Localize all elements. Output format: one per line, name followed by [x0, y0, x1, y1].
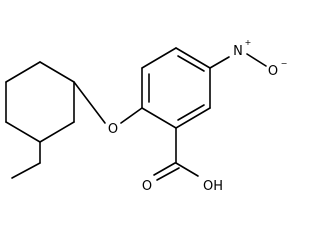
nitro-oxygen-label: O [268, 64, 278, 79]
bond-c1-c2 [39, 61, 75, 83]
cyclohexane-ring [5, 61, 75, 143]
bond-carbonyl-outer [153, 162, 176, 176]
hydroxyl-label: OH [203, 179, 223, 194]
nitro-group: N + O − [209, 38, 288, 79]
benzene-ring [141, 47, 211, 129]
bond-ar3-ar4-inner [177, 55, 205, 72]
carbonyl-oxygen-label: O [142, 179, 152, 194]
ether-linkage: O [73, 81, 143, 137]
bond-carboxyl-hydroxyl [175, 162, 199, 177]
bond-ar2-ar3 [141, 47, 177, 69]
ether-oxygen-label: O [108, 122, 118, 137]
nitro-nitrogen-label: N [233, 44, 243, 59]
bond-c4-c5 [5, 121, 41, 143]
bond-c6-c1 [5, 61, 41, 83]
bond-nitrogen-oxygen [246, 53, 267, 67]
bond-ar5-ar6-inner [177, 104, 205, 121]
bond-oxygen-arene [120, 107, 143, 124]
bond-c3-c4 [39, 121, 75, 143]
bond-carbonyl-inner [156, 167, 180, 181]
carboxylic-acid-group: O OH [142, 127, 223, 194]
molecule-diagram: O N + O − O OH [5, 38, 288, 194]
nitro-negative-charge: − [281, 59, 288, 68]
bond-ar6-ar1 [141, 107, 177, 129]
bond-ar5-ar6 [175, 107, 211, 129]
bond-ring-oxygen [73, 81, 106, 124]
bond-ar3-ar4 [175, 47, 211, 69]
ethyl-group [11, 141, 41, 179]
bond-ethyl-ch3 [11, 162, 41, 179]
structure-svg: O N + O − O OH [5, 38, 288, 194]
bond-arene-nitrogen [209, 56, 230, 69]
nitro-positive-charge: + [245, 38, 252, 47]
